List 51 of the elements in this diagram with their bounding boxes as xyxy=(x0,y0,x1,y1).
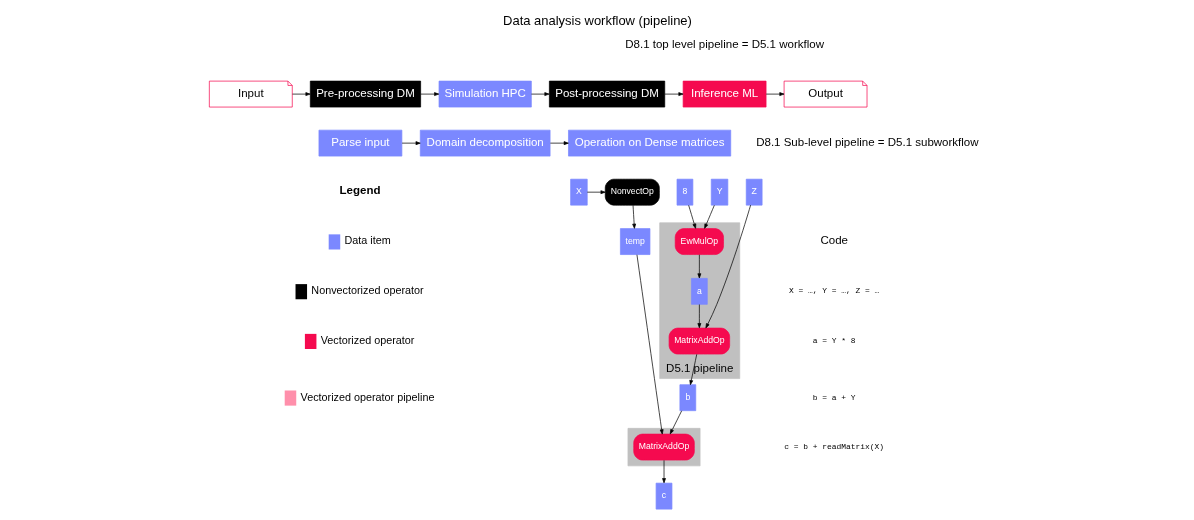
node-box: Z xyxy=(745,178,762,205)
node-box: Pre-processing DM xyxy=(309,80,421,107)
node-box: Parse input xyxy=(318,129,402,156)
arrow xyxy=(664,91,683,96)
arrow xyxy=(703,204,715,229)
arrow xyxy=(401,140,421,145)
label: a = Y * 8 xyxy=(812,335,856,345)
label: c = b + readMatrix(X) xyxy=(783,441,884,451)
label: b = a + Y xyxy=(812,392,856,402)
label: Legend xyxy=(339,183,380,196)
node-box: c xyxy=(655,482,672,509)
node-box: Post-processing DM xyxy=(548,80,665,107)
arrow xyxy=(661,459,666,483)
node-box: NonvectOp xyxy=(604,178,660,205)
arrow xyxy=(549,140,569,145)
node-box: EwMulOp xyxy=(674,227,724,255)
node-box: 8 xyxy=(676,178,693,205)
arrow xyxy=(530,91,549,96)
arrow xyxy=(291,91,310,96)
node-box: Inference ML xyxy=(682,80,766,107)
node-box: a xyxy=(690,277,708,305)
arrow xyxy=(765,91,784,96)
node-box: Simulation HPC xyxy=(438,80,532,107)
arrow xyxy=(705,204,751,328)
node-box: Domain decomposition xyxy=(419,129,550,156)
label: X = …, Y = …, Z = … xyxy=(788,285,879,295)
node-box: MatrixAddOp xyxy=(632,433,695,460)
arrow xyxy=(688,353,697,385)
arrow xyxy=(631,204,636,229)
arrow xyxy=(419,91,439,96)
arrow xyxy=(697,303,701,328)
label: D8.1 top level pipeline = D5.1 workflow xyxy=(624,37,824,50)
arrow xyxy=(697,253,701,278)
legend-label: Nonvectorized operator xyxy=(310,283,424,296)
node-box: Operation on Dense matrices xyxy=(567,129,731,156)
node-box: Y xyxy=(710,178,728,205)
arrow xyxy=(636,253,664,434)
node-box: b xyxy=(679,383,696,411)
diagram-title: Data analysis workflow (pipeline) xyxy=(502,12,692,28)
arrow xyxy=(669,409,682,434)
label: Code xyxy=(819,233,848,246)
node-box: temp xyxy=(619,227,650,255)
node-box: X xyxy=(569,178,588,205)
legend-label: Vectorized operator pipeline xyxy=(300,390,434,403)
legend-label: Vectorized operator xyxy=(320,333,414,346)
label: D8.1 Sub-level pipeline = D5.1 subworkflow xyxy=(755,135,979,148)
legend-label: Data item xyxy=(344,233,391,246)
arrow xyxy=(687,204,696,229)
node-label: D5.1 pipeline xyxy=(665,361,733,374)
node-box: MatrixAddOp xyxy=(668,327,730,354)
arrow xyxy=(586,189,606,194)
